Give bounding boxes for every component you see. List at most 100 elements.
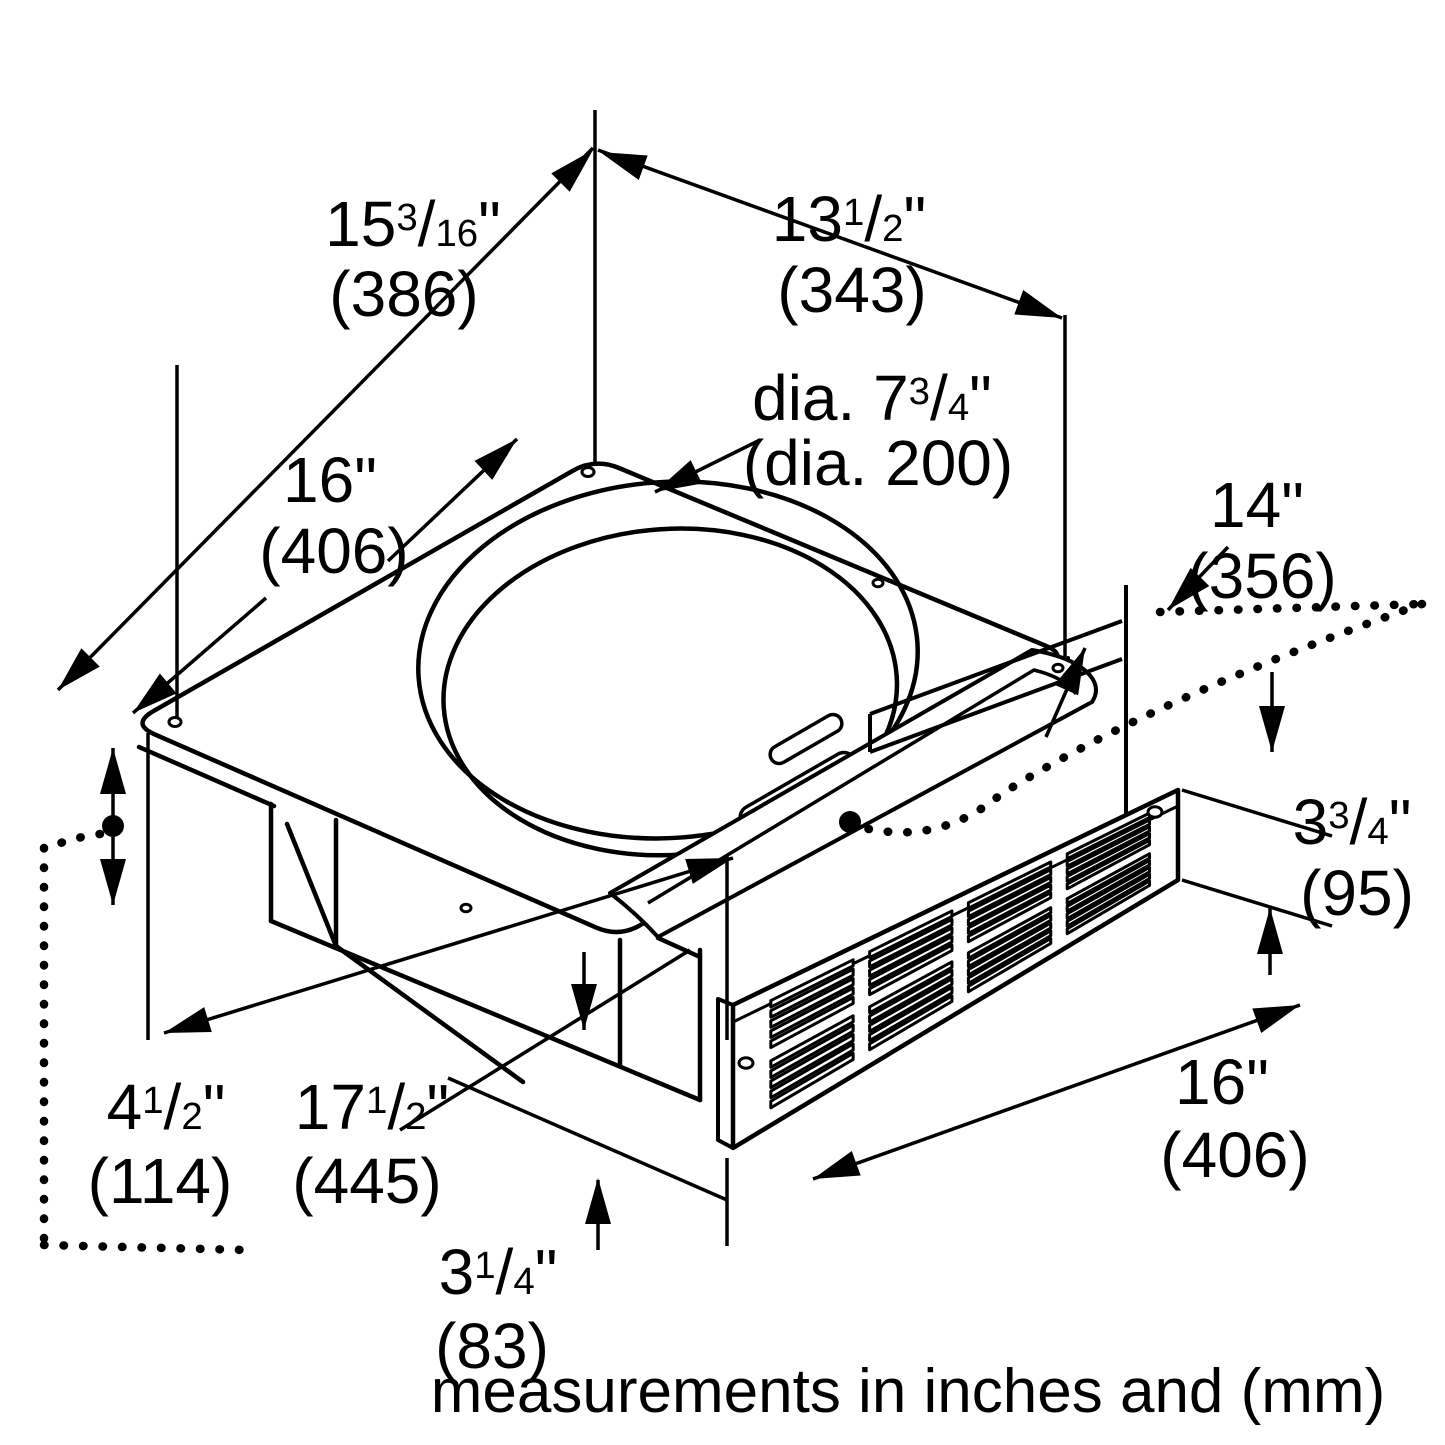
screw-hole [1051,662,1065,674]
arrowhead [655,460,703,492]
grille-slat [966,921,1053,977]
body-top-right-line [655,935,703,960]
arrowhead [551,150,593,192]
screw-hole [167,716,183,728]
dimension-line [163,856,734,1035]
grille-slat [769,1014,855,1069]
dim-grille-height-inches: 33/4" [1292,786,1412,858]
grille-slat [1065,811,1152,861]
dotted-reference-line [859,599,1427,837]
arrowhead [1252,1005,1300,1033]
dimension-line [597,148,1063,320]
dimension-line [812,1003,1301,1181]
body-diagonal-line [333,943,526,1085]
dim-top-depth-mm: (386) [329,258,479,330]
dim-bottom-gap-inches: 31/4" [438,1236,558,1308]
grille-slat [1065,838,1152,891]
arrowhead [1257,908,1283,954]
grille-slat [1065,872,1152,928]
arrowhead [685,858,733,884]
grille-slat [769,995,855,1050]
dim-left-height-mm: (114) [87,1145,233,1217]
arrowhead [813,1151,861,1179]
grille-slat [868,917,954,969]
screw-hole [871,577,885,589]
grille-slat [868,960,954,1015]
grille-slat [769,1051,855,1110]
grille-slat [1065,818,1152,868]
grille-slat [1065,859,1152,913]
arrowhead [474,439,517,480]
grille-slat [868,968,954,1024]
arrowhead [1014,290,1062,318]
grille-slat [966,883,1053,935]
plate-slot [768,712,844,766]
grille-slats [769,811,1152,1110]
arrowhead [1259,706,1285,752]
dotted-reference-line [39,1240,252,1255]
grille-slat [868,926,954,978]
arrowhead [585,1178,611,1224]
arrowheads [58,150,1300,1224]
grille-slat [769,958,855,1009]
grille-slat [868,943,954,997]
arrowhead [600,152,648,180]
duct-collar-outer-rim [416,479,920,841]
dim-grille-height-mm: (95) [1300,857,1414,929]
dim-plate-edge-inches: 16" [283,444,377,516]
screw-holes [167,466,1164,1070]
screw-hole [580,466,596,478]
arrowhead [100,859,126,905]
arrowhead [133,673,177,713]
dim-grille-width-mm: (406) [1160,1119,1310,1191]
vent-grille [716,787,1181,1151]
grille-slat [769,977,855,1029]
grille-slat [966,913,1053,969]
grille-slat [1065,832,1152,883]
pivot-dots [102,811,861,837]
grille-slat [769,986,855,1039]
screw-hole [1146,805,1164,819]
grille-slat [868,994,954,1052]
body-chamfer-line [284,821,339,949]
grille-slat [868,935,954,987]
pivot-dot [102,815,124,837]
units-caption: measurements in inches and (mm) [430,1357,1386,1426]
dim-top-width-mm: (343) [777,254,927,326]
dim-plate-edge-mm: (406) [259,515,409,587]
grille-slat [966,906,1053,960]
grille-slat [966,875,1053,927]
grille-slat [868,985,954,1043]
dim-bottom-gap-mm: (83) [435,1310,549,1382]
grille-slat [1065,825,1152,876]
dim-body-width-inches: 171/2" [294,1071,450,1143]
grille-slat [769,967,855,1019]
arrowhead [571,984,597,1030]
dim-left-height-inches: 41/2" [106,1071,226,1143]
plate-lip-line [136,744,277,809]
deflector-bar [608,648,1098,939]
pivot-dot [839,811,861,833]
grille-slat [966,929,1053,985]
arrowhead [164,1007,212,1033]
grille-slat [966,868,1053,919]
dimension-line [1181,878,1333,928]
screw-hole [737,1056,755,1070]
arrowhead [1168,567,1210,610]
dim-right-depth-inches: 14" [1210,469,1304,541]
grille-slat [966,891,1053,944]
dotted-reference-lines [39,599,1427,1255]
dim-top-depth-inches: 153/16" [325,188,501,260]
grille-slat [868,977,954,1033]
grille-slat [966,936,1053,994]
arrowhead [58,648,100,690]
grille-slat [769,1033,855,1090]
dimension-line [1181,788,1333,838]
arrowhead [1054,648,1085,696]
grille-slat [769,1023,855,1079]
dim-grille-width-inches: 16" [1175,1046,1269,1118]
dimension-line [399,948,691,1132]
dim-body-width-mm: (445) [292,1145,442,1217]
